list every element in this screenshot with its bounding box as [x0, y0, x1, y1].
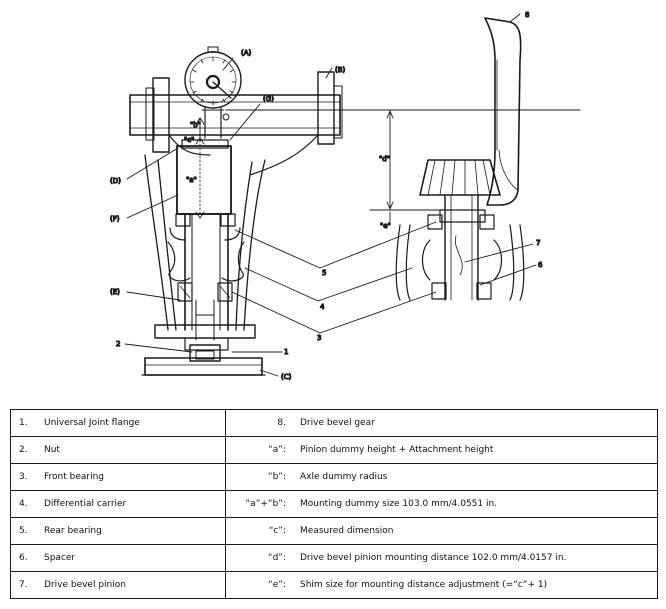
legend-cell-left: 6. Spacer — [10, 544, 226, 572]
table-row: 4. Differential carrier “a”+“b”: Mounting… — [10, 490, 658, 518]
callout-b: (B) — [335, 66, 346, 74]
part-name: Drive bevel pinion — [44, 580, 126, 590]
legend-description: Pinion dummy height + Attachment height — [294, 436, 658, 464]
dimension-b-label: "b" — [190, 121, 201, 129]
part-name: Universal Joint flange — [44, 418, 140, 428]
legend-cell-left: 2. Nut — [10, 436, 226, 464]
row-number: 5. — [19, 526, 28, 536]
legend-cell-left: 1. Universal Joint flange — [10, 409, 226, 437]
callout-6: 6 — [538, 261, 543, 269]
table-row: 3. Front bearing “b”: Axle dummy radius — [10, 463, 658, 491]
callout-4: 4 — [320, 303, 325, 311]
callout-f: (F) — [110, 215, 120, 223]
differential-carrier — [144, 154, 266, 362]
dimension-d-label: "d" — [379, 155, 390, 163]
callout-c: (C) — [281, 373, 292, 381]
mounting-dummy — [129, 71, 343, 176]
drive-bevel-gear — [484, 17, 522, 206]
callout-3: 3 — [317, 334, 321, 342]
legend-key: “a”: — [225, 436, 294, 464]
dimension-e-label: "e" — [380, 222, 391, 230]
row-number: 6. — [19, 553, 28, 563]
part-name: Differential carrier — [44, 499, 127, 509]
part-name: Rear bearing — [44, 526, 102, 536]
row-number: 3. — [19, 472, 28, 482]
leader-lines — [124, 13, 537, 377]
legend-key: “c”: — [225, 517, 294, 545]
callout-5: 5 — [322, 269, 326, 277]
legend-description: Axle dummy radius — [294, 463, 658, 491]
part-name: Spacer — [44, 553, 76, 563]
legend-cell-left: 3. Front bearing — [10, 463, 226, 491]
legend-table: 1. Universal Joint flange 8. Drive bevel … — [10, 409, 658, 599]
row-number: 4. — [19, 499, 28, 509]
row-number: 1. — [19, 418, 28, 428]
dimension-a-label: "a" — [186, 176, 197, 184]
table-row: 7. Drive bevel pinion “e”: Shim size for … — [10, 571, 658, 599]
table-row: 5. Rear bearing “c”: Measured dimension — [10, 517, 658, 545]
callout-d: (D) — [110, 177, 121, 185]
table-row: 2. Nut “a”: Pinion dummy height + Attachm… — [10, 436, 658, 464]
legend-key: “d”: — [225, 544, 294, 572]
callout-8: 8 — [525, 11, 529, 19]
legend-key: 8. — [225, 409, 294, 437]
part-name: Nut — [44, 445, 60, 455]
legend-description: Measured dimension — [294, 517, 658, 545]
base-plate — [141, 357, 266, 376]
legend-cell-left: 5. Rear bearing — [10, 517, 226, 545]
legend-key: “b”: — [225, 463, 294, 491]
row-number: 7. — [19, 580, 28, 590]
dial-gauge — [184, 46, 242, 139]
table-row: 1. Universal Joint flange 8. Drive bevel … — [10, 409, 658, 437]
table-row: 6. Spacer “d”: Drive bevel pinion mountin… — [10, 544, 658, 572]
legend-description: Drive bevel gear — [294, 409, 658, 437]
legend-description: Drive bevel pinion mounting distance 102… — [294, 544, 658, 572]
callout-2: 2 — [116, 340, 120, 348]
part-name: Front bearing — [44, 472, 105, 482]
callout-7: 7 — [536, 239, 540, 247]
legend-key: “e”: — [225, 571, 294, 599]
dimension-lines — [195, 109, 581, 226]
legend-description: Mounting dummy size 103.0 mm/4.0551 in. — [294, 490, 658, 518]
row-number: 2. — [19, 445, 28, 455]
dimension-c-label: "c" — [184, 136, 194, 144]
legend-cell-left: 7. Drive bevel pinion — [10, 571, 226, 599]
legend-key: “a”+“b”: — [225, 490, 294, 518]
callout-a: (A) — [241, 49, 252, 57]
assembly-diagram: (A) (B) (G) (D) (F) (E) (C) 1 2 3 4 5 7 … — [109, 10, 581, 382]
callout-1: 1 — [284, 348, 288, 356]
legend-cell-left: 4. Differential carrier — [10, 490, 226, 518]
callout-g: (G) — [263, 95, 274, 103]
callout-e: (E) — [110, 288, 120, 296]
drive-bevel-pinion — [395, 159, 525, 301]
legend-description: Shim size for mounting distance adjustme… — [294, 571, 658, 599]
